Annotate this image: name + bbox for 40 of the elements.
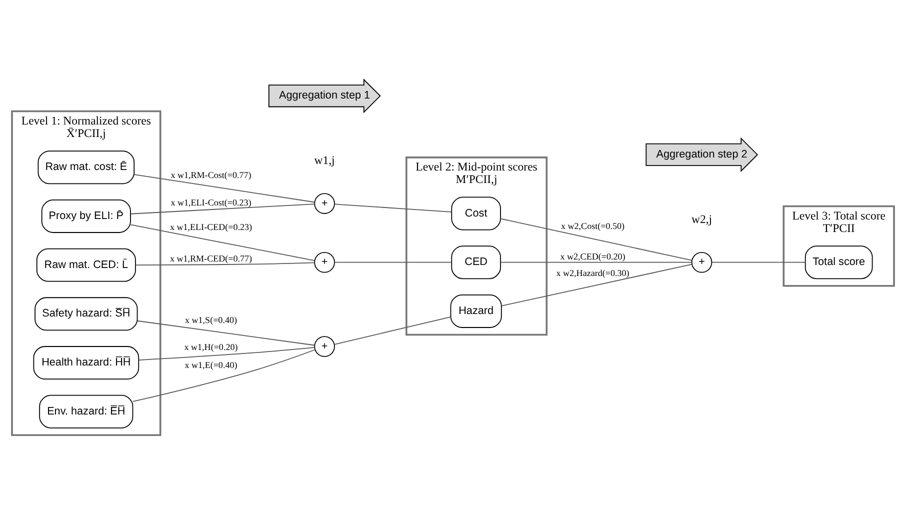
node-circle: +: [314, 336, 335, 356]
connector: [334, 203, 452, 212]
node-circle: +: [691, 251, 712, 272]
node-box: Total score: [804, 245, 873, 279]
node-box: Env. hazard: E̅H̅: [39, 394, 134, 428]
edge-label: x w2,CED(=0.20): [560, 251, 626, 262]
connector: [134, 174, 315, 202]
edge-label: x w1,H(=0.20): [184, 342, 238, 352]
node-box: Proxy by ELI: P̄: [41, 198, 131, 232]
edge-label: x w1,E(=0.40): [184, 360, 238, 370]
edge-label: x w1,RM-Cost(=0.77): [170, 170, 252, 180]
node-box: Health hazard: H̅H̅: [33, 346, 140, 379]
edge-label: x w1,S(=0.40): [185, 314, 238, 324]
connector: [130, 203, 315, 214]
node-box: Cost: [451, 196, 501, 230]
node-box: Raw mat. cost: Ē: [38, 150, 135, 184]
node-circle: +: [314, 251, 335, 272]
node-box: CED: [451, 245, 501, 279]
edge-label: x w2,Hazard(=0.30): [556, 267, 630, 278]
connector: [500, 218, 692, 260]
node-box: Safety hazard: S̅H̅: [34, 296, 138, 330]
connector: [334, 316, 452, 344]
node-box: Hazard: [450, 294, 502, 328]
connector: [137, 320, 315, 346]
connector: [334, 261, 452, 262]
node-box: Raw mat. CED: L̄: [36, 248, 136, 282]
connector: [501, 263, 692, 306]
connector: [130, 224, 315, 260]
connector: [138, 346, 315, 360]
connector: [135, 262, 315, 266]
edge-label: x w1,RM-CED(=0.77): [170, 252, 252, 263]
label: w1,j: [314, 154, 335, 167]
node-circle: +: [314, 192, 335, 214]
connector: [500, 261, 692, 262]
edge-label: x w2,Cost(=0.50): [560, 220, 625, 230]
connector: [712, 261, 806, 262]
edge-label: x w1,ELI-CED(=0.23): [170, 221, 252, 232]
label: w2,j: [691, 212, 712, 226]
edge-label: x w1,ELI-Cost(=0.23): [170, 196, 252, 207]
connector: [132, 348, 316, 402]
